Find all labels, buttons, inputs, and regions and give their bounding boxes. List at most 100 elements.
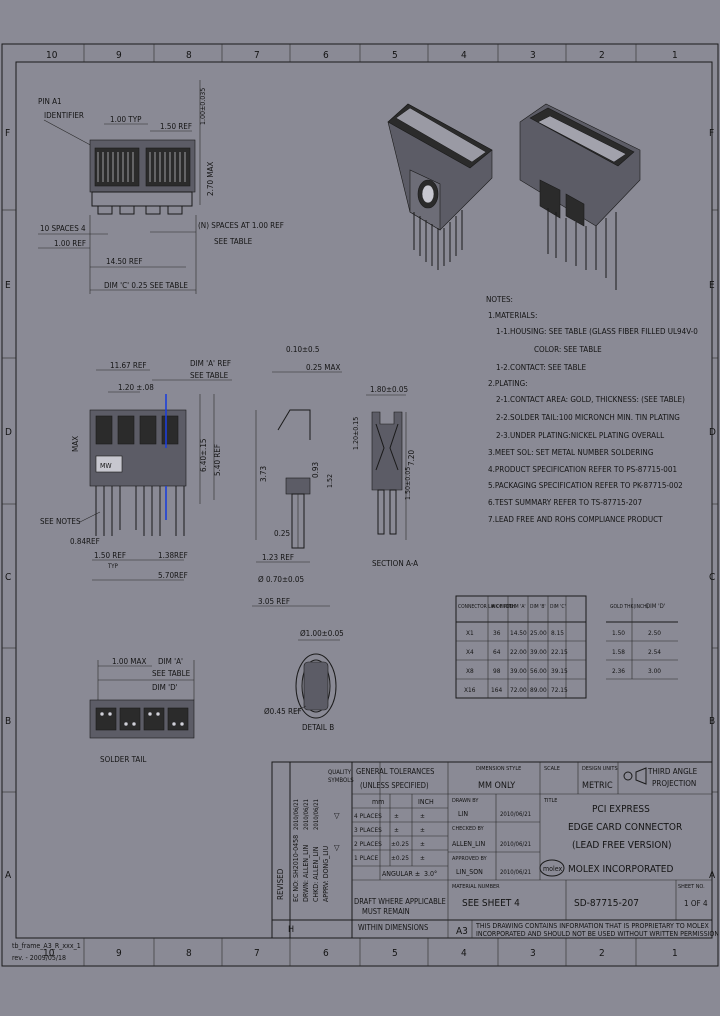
table1-header: # OF POS (491, 604, 513, 610)
note-line: 3.MEET SOL: SET METAL NUMBER SOLDERING (488, 448, 653, 457)
approved-name: LIN_SON (456, 868, 483, 876)
section-view: 1.80±0.05 1.20±0.15 7.20 1.52 1.50±0.05 … (326, 385, 418, 568)
col-label: 2 (599, 948, 605, 959)
col-label: 3 (530, 50, 536, 61)
dim-150: 1.50 REF (94, 551, 126, 560)
dim-640: 6.40±.15 (199, 439, 208, 473)
bottom-see-table: SEE TABLE (152, 669, 191, 678)
tol-row: ± (420, 840, 425, 848)
apprv: APPRV: DONG_LIU (322, 845, 330, 902)
bottom-view: 1.00 MAX DIM 'A' SEE TABLE DIM 'D' SOLDE… (89, 657, 195, 764)
note-line: 6.TEST SUMMARY REFER TO TS-87715-207 (488, 498, 642, 507)
metric: METRIC (582, 781, 613, 791)
dim-spaces-4: 10 SPACES 4 (40, 224, 86, 233)
molex-logo: molex (543, 865, 562, 873)
dim-max: MAX (71, 436, 80, 452)
dim-084: 0.84REF (70, 537, 100, 546)
detail-label: DETAIL B (302, 723, 334, 732)
row-label: D (5, 427, 12, 438)
angular: ANGULAR ± (382, 870, 420, 878)
title-2: EDGE CARD CONNECTOR (568, 822, 682, 833)
tol-row: ± (420, 812, 425, 820)
col-label: 10 (43, 948, 55, 959)
draft-note: DRAFT WHERE APPLICABLE (354, 897, 446, 906)
col-label: 6 (323, 50, 329, 61)
col-label: 9 (116, 948, 122, 959)
within-note: WITHIN DIMENSIONS (358, 923, 428, 932)
table1-cell: 22.00 (510, 648, 527, 656)
approved-by-label: APPROVED BY (452, 856, 488, 862)
design-units-label: DESIGN UNITS (582, 766, 618, 772)
pin-dim-025: 0.25 (274, 529, 290, 538)
col-label: 8 (186, 948, 192, 959)
table2-cell: 3.00 (648, 667, 661, 675)
pin-dim-max: 0.25 MAX (306, 363, 340, 372)
pin-detail-view: 0.10±0.5 0.25 MAX 3.73 0.93 0.25 1.23 RE… (252, 345, 342, 607)
chkd: CHKD: ALLEN_LIN (312, 846, 320, 902)
pin-a1-label: PIN A1 (38, 97, 62, 106)
tol-row: ± (420, 854, 425, 862)
table2-header: DIM 'D' (646, 603, 665, 610)
sheet-label: SHEET NO. (678, 884, 705, 890)
must-note: MUST REMAIN (362, 907, 410, 916)
table1-header: DIM 'A' (510, 604, 526, 610)
approved-date: 2010/06/21 (500, 869, 531, 876)
table2-cell: 2.50 (648, 629, 661, 637)
tol-row: 1 PLACE (354, 854, 378, 862)
title-1: PCI EXPRESS (592, 804, 650, 815)
row-label: C (5, 572, 11, 583)
molex-inc: MOLEX INCORPORATED (568, 864, 673, 875)
quality-label: QUALITY (328, 769, 352, 776)
scale-label: SCALE (544, 766, 560, 772)
general-tol: GENERAL TOLERANCES (356, 767, 434, 776)
ec-no: EC NO: SH2010-0458 (292, 835, 300, 902)
pin-dim-top: 0.10±0.5 (286, 345, 320, 354)
see-notes: SEE NOTES (40, 517, 81, 526)
table1-header: DIM 'C' (550, 604, 566, 610)
dim-max: 2.70 MAX (206, 162, 215, 196)
dim-ref-100: 1.00 REF (54, 239, 86, 248)
doc-number: SD-87715-207 (574, 898, 639, 909)
col-label: 5 (392, 50, 398, 61)
tol-head: INCH (418, 798, 434, 806)
notes-block: NOTES: 1.MATERIALS: 1-1.HOUSING: SEE TAB… (486, 295, 698, 524)
col-label: 7 (254, 948, 260, 959)
angular-val: 3.0° (424, 870, 437, 878)
proprietary-2: INCORPORATED AND SHOULD NOT BE USED WITH… (476, 930, 719, 938)
see-sheet: SEE SHEET 4 (462, 898, 520, 909)
dim-see-table: SEE TABLE (214, 237, 253, 246)
dim-a-ref: DIM 'A' REF (190, 359, 231, 368)
table1-cell: X4 (466, 648, 474, 656)
dim-typ: TYP (107, 563, 119, 570)
notes-header: NOTES: (486, 295, 513, 304)
tol-row: ± (394, 826, 399, 834)
sheet-no: 1 OF 4 (684, 899, 708, 908)
row-label: C (709, 572, 715, 583)
identifier-label: IDENTIFIER (44, 111, 84, 120)
rev-letter: H (288, 925, 294, 935)
table2-cell: 1.58 (612, 648, 625, 656)
col-label: 6 (323, 948, 329, 959)
isometric-view-1 (387, 103, 493, 270)
col-label: 3 (530, 948, 536, 959)
checked-name: ALLEN_LIN (452, 840, 486, 848)
section-dim-c: 1.50±0.05 (404, 467, 412, 500)
col-label: 7 (254, 50, 260, 61)
table1-cell: 64 (493, 648, 501, 656)
table1-cell: X1 (466, 629, 474, 637)
detail-b: Ø1.00±0.05 Ø0.45 REF DETAIL B (264, 628, 344, 732)
table1-header: DIM 'B' (530, 604, 546, 610)
tol-row: 3 PLACES (354, 826, 382, 834)
note-line: 5.PACKAGING SPECIFICATION REFER TO PK-87… (488, 481, 683, 490)
dim-spaces-table: (N) SPACES AT 1.00 REF (198, 221, 284, 230)
tol-row: 4 PLACES (354, 812, 382, 820)
note-line: 1-1.HOUSING: SEE TABLE (GLASS FIBER FILL… (496, 327, 698, 336)
note-line: 1.MATERIALS: (488, 311, 537, 320)
col-label: 9 (116, 50, 122, 61)
solder-tail-label: SOLDER TAIL (100, 755, 146, 764)
dim-120: 1.20 ±.08 (118, 383, 154, 392)
col-label: 4 (461, 50, 467, 61)
table1-cell: X16 (464, 686, 476, 694)
section-dim-b: 1.52 (326, 474, 334, 488)
